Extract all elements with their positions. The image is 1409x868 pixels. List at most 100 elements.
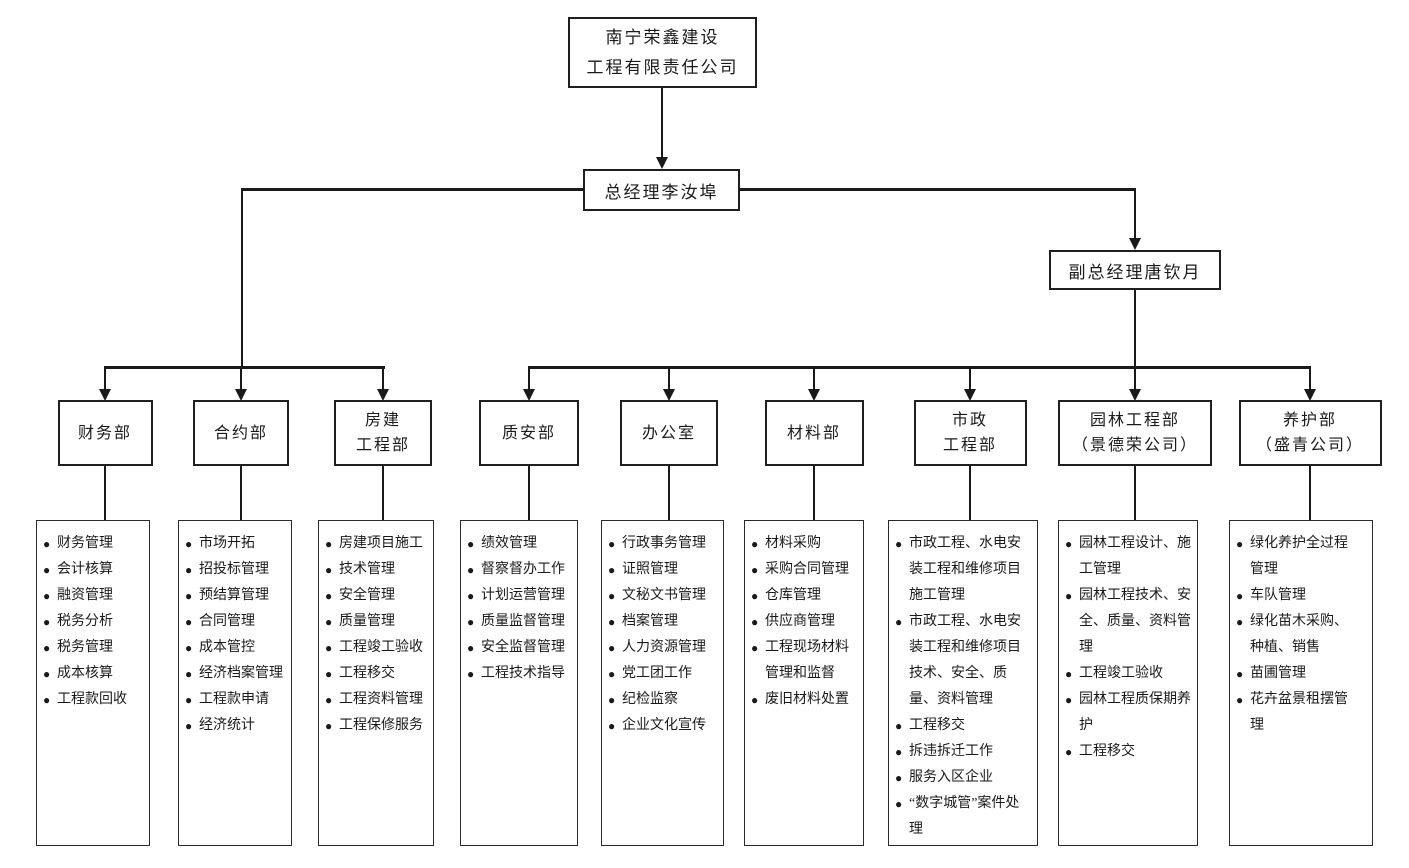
bullet-icon: ●	[1236, 589, 1244, 603]
duty-text: 市场开拓	[199, 536, 255, 551]
general-manager-node: 总经理李汝埠	[583, 169, 740, 211]
duty-text: 预结算管理	[199, 588, 269, 603]
duty-item: ●仓库管理	[751, 583, 859, 609]
department-title: （景德荣公司）	[1071, 437, 1198, 454]
duty-text: 工程技术指导	[481, 666, 565, 681]
duty-text: 融资管理	[57, 588, 113, 603]
bullet-icon: ●	[325, 693, 333, 707]
duty-item: ●绿化苗木采购、种植、销售	[1236, 609, 1350, 661]
department-node-2: 合约部	[193, 400, 289, 466]
duty-item: ●税务管理	[43, 635, 145, 661]
duty-item: ●工程移交	[325, 661, 429, 687]
duty-item: ●工程竣工验收	[325, 635, 429, 661]
bullet-icon: ●	[185, 537, 193, 551]
duty-item: ●废旧材料处置	[751, 687, 859, 713]
duty-text: 园林工程技术、安全、质量、资料管理	[1079, 588, 1191, 655]
bullet-icon: ●	[1065, 589, 1073, 603]
duty-text: 成本管控	[199, 640, 255, 655]
duty-item: ● 融资管理	[43, 583, 145, 609]
duty-item: ●文秘文书管理	[608, 583, 719, 609]
department-node-8: 园林工程部 （景德荣公司）	[1058, 400, 1212, 466]
duty-list-9: ●绿化养护全过程管理●车队管理●绿化苗木采购、种植、销售●苗圃管理●花卉盆景租摆…	[1229, 520, 1373, 846]
bullet-icon: ●	[467, 563, 475, 577]
bullet-icon: ●	[325, 615, 333, 629]
bullet-icon: ●	[1065, 745, 1073, 759]
duty-text: 党工团工作	[622, 666, 692, 681]
bullet-icon: ●	[608, 693, 616, 707]
connector-line	[668, 464, 670, 522]
duty-item: ● 园林工程技术、安全、质量、资料管理	[1065, 583, 1193, 661]
bullet-icon: ●	[467, 537, 475, 551]
connector-line	[240, 464, 242, 522]
duty-text: 市政工程、水电安装工程和维修项目技术、安全、质量、资料管理	[909, 614, 1021, 707]
duty-text: 计划运营管理	[481, 588, 565, 603]
connector-line	[528, 464, 530, 522]
connector-line	[1134, 188, 1136, 239]
department-title: 工程部	[355, 437, 410, 454]
department-title: 园林工程部	[1089, 412, 1180, 429]
duty-text: 绿化苗木采购、种植、销售	[1250, 614, 1348, 655]
duty-item: ●工程移交	[895, 713, 1033, 739]
department-node-4: 质安部	[479, 400, 579, 466]
bullet-icon: ●	[608, 589, 616, 603]
duty-text: “数字城管”案件处理	[909, 796, 1020, 837]
duty-text: 工程现场材料管理和监督	[765, 640, 849, 681]
deputy-general-manager-node: 副总经理唐钦月	[1049, 250, 1221, 290]
duty-item: ●督察督办工作	[467, 557, 573, 583]
bullet-icon: ●	[43, 589, 51, 603]
arrow-down-icon	[964, 389, 976, 401]
duty-item: ●供应商管理	[751, 609, 859, 635]
duty-text: 绿化养护全过程管理	[1250, 536, 1348, 577]
bullet-icon: ●	[751, 563, 759, 577]
duty-text: 经济统计	[199, 718, 255, 733]
duty-text: 经济档案管理	[199, 666, 283, 681]
duty-text: 仓库管理	[765, 588, 821, 603]
bullet-icon: ●	[467, 667, 475, 681]
bullet-icon: ●	[185, 693, 193, 707]
connector-line	[668, 366, 670, 390]
duty-text: 园林工程设计、施工管理	[1079, 536, 1191, 577]
duty-item: ●苗圃管理	[1236, 661, 1350, 687]
duty-item: ●房建项目施工	[325, 531, 429, 557]
bullet-icon: ●	[325, 641, 333, 655]
duty-item: ●证照管理	[608, 557, 719, 583]
duty-text: 工程款申请	[199, 692, 269, 707]
company-name-line2: 工程有限责任公司	[586, 57, 739, 77]
duty-item: ●园林工程质保期养护	[1065, 687, 1193, 739]
bullet-icon: ●	[325, 719, 333, 733]
duty-text: 人力资源管理	[622, 640, 706, 655]
duty-text: 工程资料管理	[339, 692, 423, 707]
arrow-down-icon	[1129, 389, 1141, 401]
arrow-down-icon	[377, 389, 389, 401]
duty-item: ● 市场开拓	[185, 531, 287, 557]
company-name-line1: 南宁荣鑫建设	[605, 27, 720, 47]
duty-text: 会计核算	[57, 562, 113, 577]
department-node-6: 材料部	[764, 400, 864, 466]
bullet-icon: ●	[43, 563, 51, 577]
connector-line	[240, 366, 242, 390]
bullet-icon: ●	[895, 771, 903, 785]
duty-list-2: ●市场开拓●招投标管理●预结算管理●合同管理●成本管控●经济档案管理●工程款申请…	[178, 520, 292, 846]
bullet-icon: ●	[1065, 667, 1073, 681]
bullet-icon: ●	[895, 615, 903, 629]
duty-item: ●工程移交	[1065, 739, 1193, 765]
arrow-down-icon	[1304, 389, 1316, 401]
department-title: 质安部	[501, 424, 556, 442]
duty-item: ●安全管理	[325, 583, 429, 609]
bullet-icon: ●	[185, 667, 193, 681]
bullet-icon: ●	[43, 615, 51, 629]
bullet-icon: ●	[895, 745, 903, 759]
duty-item: ● 会计核算	[43, 557, 145, 583]
department-node-9: 养护部（盛青公司）	[1238, 400, 1382, 466]
duty-item: ● 工程款申请	[185, 687, 287, 713]
bullet-icon: ●	[1065, 693, 1073, 707]
duty-item: ●成本管控	[185, 635, 287, 661]
connector-line	[241, 188, 243, 368]
duty-list-7: ●市政工程、水电安装工程和维修项目施工管理●市政工程、水电安装工程和维修项目技术…	[888, 520, 1038, 846]
duty-text: 税务管理	[57, 640, 113, 655]
bullet-icon: ●	[185, 615, 193, 629]
bullet-icon: ●	[751, 641, 759, 655]
duty-item: ●工程款回收	[43, 687, 145, 713]
duty-text: 安全监督管理	[481, 640, 565, 655]
